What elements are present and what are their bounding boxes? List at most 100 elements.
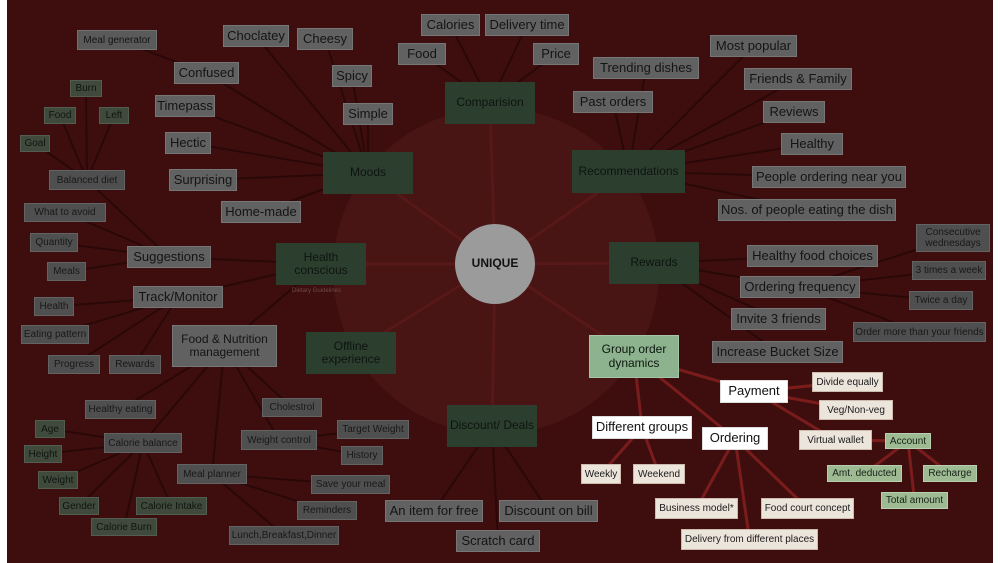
node-weekly[interactable]: Weekly (581, 464, 621, 484)
node-meal-generator[interactable]: Meal generator (77, 30, 157, 50)
node-virtual-wallet[interactable]: Virtual wallet (799, 430, 872, 450)
hub-rewards[interactable]: Rewards (609, 242, 699, 284)
hub-offline-experience[interactable]: Offline experience (306, 332, 396, 374)
node-veg-non-veg[interactable]: Veg/Non-veg (819, 400, 893, 420)
hub-health-conscious[interactable]: Health conscious (276, 243, 366, 285)
node-meal-planner[interactable]: Meal planner (177, 464, 247, 484)
node-track-monitor[interactable]: Track/Monitor (133, 286, 223, 308)
node-weight-control[interactable]: Weight control (241, 430, 317, 450)
connector-line (211, 345, 226, 475)
node-reminders[interactable]: Reminders (297, 501, 357, 520)
connector-line (134, 296, 179, 366)
node-meals[interactable]: Meals (47, 262, 86, 281)
node-an-item-for-free[interactable]: An item for free (385, 500, 483, 522)
node-order-more-than-friends[interactable]: Order more than your friends (853, 322, 986, 342)
node-scratch-card[interactable]: Scratch card (456, 530, 540, 552)
node-recharge[interactable]: Recharge (923, 465, 977, 482)
node-weight[interactable]: Weight (38, 471, 78, 489)
node-account[interactable]: Account (885, 433, 931, 449)
node-cheesy[interactable]: Cheesy (297, 28, 353, 50)
node-calorie-balance[interactable]: Calorie balance (104, 433, 182, 453)
connector-line (86, 179, 170, 258)
connector-line (73, 296, 179, 366)
node-hectic[interactable]: Hectic (165, 132, 211, 154)
node-choclatey[interactable]: Choclatey (223, 25, 289, 47)
node-amt-deducted[interactable]: Amt. deducted (827, 465, 902, 482)
node-timepass[interactable]: Timepass (155, 95, 215, 117)
node-balanced-diet[interactable]: Balanced diet (49, 170, 125, 190)
node-delivery-from-different-places[interactable]: Delivery from different places (681, 529, 818, 550)
node-weekend[interactable]: Weekend (633, 464, 685, 484)
node-gender[interactable]: Gender (59, 497, 99, 515)
node-consecutive-wednesdays[interactable]: Consecutive wednesdays (916, 224, 990, 252)
node-reviews[interactable]: Reviews (763, 101, 825, 123)
hub-comparision[interactable]: Comparision (445, 82, 535, 124)
node-healthy[interactable]: Healthy (781, 133, 843, 155)
node-progress[interactable]: Progress (48, 355, 100, 374)
node-trending-dishes[interactable]: Trending dishes (593, 57, 699, 79)
center-node[interactable]: UNIQUE (455, 224, 535, 304)
connector-line (85, 88, 88, 181)
node-divide-equally[interactable]: Divide equally (812, 372, 883, 392)
node-friends-family[interactable]: Friends & Family (744, 68, 852, 90)
node-lunch-breakfast-dinner[interactable]: Lunch,Breakfast,Dinner (229, 526, 339, 545)
node-food-court-concept[interactable]: Food court concept (761, 498, 854, 519)
node-delivery-time[interactable]: Delivery time (485, 14, 569, 36)
node-goal[interactable]: Goal (20, 135, 50, 152)
node-eating-pattern[interactable]: Eating pattern (21, 325, 89, 344)
node-spicy[interactable]: Spicy (332, 65, 372, 87)
connector-line (906, 440, 916, 501)
connector-line (86, 115, 115, 181)
mind-map-board: UNIQUE Comparision Moods Recommendations… (7, 0, 993, 563)
node-left[interactable]: Left (99, 107, 129, 124)
node-health[interactable]: Health (34, 297, 74, 316)
node-what-to-avoid[interactable]: What to avoid (24, 203, 106, 222)
node-food-nutrition-management[interactable]: Food & Nutrition management (172, 325, 277, 367)
node-surprising[interactable]: Surprising (169, 169, 237, 191)
node-calorie-intake[interactable]: Calorie Intake (136, 497, 207, 515)
node-twice-a-day[interactable]: Twice a day (909, 291, 973, 310)
node-ordering-frequency[interactable]: Ordering frequency (740, 276, 860, 298)
node-past-orders[interactable]: Past orders (573, 91, 653, 113)
hub-moods[interactable]: Moods (323, 152, 413, 194)
node-target-weight[interactable]: Target Weight (337, 420, 409, 439)
node-simple[interactable]: Simple (343, 103, 393, 125)
node-burn[interactable]: Burn (70, 80, 102, 97)
node-home-made[interactable]: Home-made (221, 201, 301, 223)
connector-line (78, 442, 144, 507)
node-discount-on-bill[interactable]: Discount on bill (499, 500, 598, 522)
node-business-model[interactable]: Business model* (655, 498, 738, 519)
node-total-amount[interactable]: Total amount (881, 492, 948, 509)
node-calorie-burn[interactable]: Calorie Burn (91, 518, 157, 536)
connector-line (733, 438, 751, 540)
node-calories[interactable]: Calories (421, 14, 480, 36)
node-price[interactable]: Price (533, 43, 579, 65)
node-history[interactable]: History (341, 446, 383, 465)
node-cholestrol[interactable]: Cholestrol (262, 398, 322, 417)
connector-line (59, 115, 88, 181)
hub-group-order-dynamics[interactable]: Group order dynamics (589, 335, 679, 378)
node-3-times-a-week[interactable]: 3 times a week (912, 261, 986, 280)
node-suggestions[interactable]: Suggestions (127, 246, 211, 268)
node-people-ordering-near-you[interactable]: People ordering near you (752, 166, 906, 188)
hub-discount-deals[interactable]: Discount/ Deals (447, 405, 537, 447)
connector-line (733, 437, 809, 510)
node-nos-people-eating[interactable]: Nos. of people eating the dish (718, 199, 896, 221)
node-most-popular[interactable]: Most popular (710, 35, 797, 57)
node-height[interactable]: Height (24, 445, 62, 463)
node-quantity[interactable]: Quantity (30, 233, 78, 252)
node-save-your-meal[interactable]: Save your meal (311, 475, 390, 494)
node-confused[interactable]: Confused (174, 62, 239, 84)
node-food[interactable]: Food (398, 43, 446, 65)
node-invite-3-friends[interactable]: Invite 3 friends (731, 308, 826, 330)
node-different-groups[interactable]: Different groups (592, 416, 692, 439)
node-track-rewards[interactable]: Rewards (109, 355, 161, 374)
node-healthy-eating[interactable]: Healthy eating (85, 400, 156, 419)
hub-recommendations[interactable]: Recommendations (572, 150, 685, 193)
node-healthy-food-choices[interactable]: Healthy food choices (747, 245, 878, 267)
node-age[interactable]: Age (35, 420, 65, 438)
node-ordering[interactable]: Ordering (702, 427, 768, 450)
node-payment[interactable]: Payment (720, 380, 788, 403)
node-increase-bucket-size[interactable]: Increase Bucket Size (712, 341, 843, 363)
node-diet-food[interactable]: Food (44, 107, 76, 124)
